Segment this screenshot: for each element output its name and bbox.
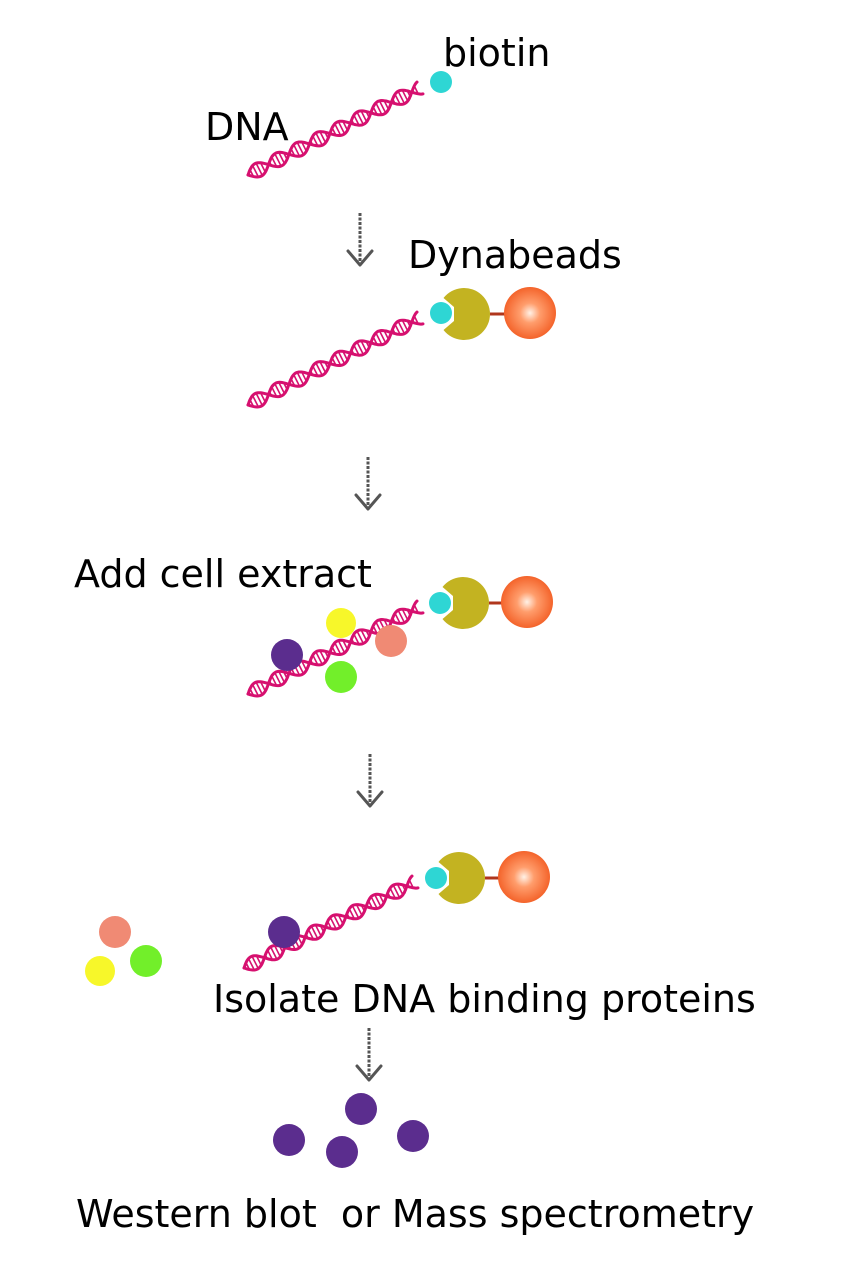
- protein-green-icon: [325, 661, 357, 693]
- step-2-dna-on-dynabead: Dynabeads: [246, 233, 622, 409]
- streptavidin-icon: [442, 577, 490, 630]
- arrow-down-icon: [355, 1028, 383, 1082]
- biotin-label: biotin: [443, 31, 550, 75]
- dna-helix: [242, 874, 420, 972]
- biotin-icon: [430, 302, 452, 324]
- protein-yellow-icon: [85, 956, 115, 986]
- protein-salmon-icon: [375, 625, 407, 657]
- protein-yellow-icon: [326, 608, 356, 638]
- step-3-add-cell-extract: Add cell extract: [74, 552, 553, 698]
- biotin-icon: [425, 867, 447, 889]
- protein-purple-icon: [273, 1124, 305, 1156]
- protein-salmon-icon: [99, 916, 131, 948]
- step-4-isolate: Isolate DNA binding proteins: [85, 851, 756, 1021]
- dynabead-icon: [498, 851, 550, 903]
- protein-purple-icon: [397, 1120, 429, 1152]
- dna-helix: [246, 80, 425, 179]
- protein-purple-icon: [326, 1136, 358, 1168]
- arrow-down-icon: [354, 457, 382, 511]
- step-5-analysis: Western blot or Mass spectrometry: [76, 1093, 754, 1236]
- biotin-icon: [429, 592, 451, 614]
- arrow-down-icon: [356, 754, 384, 808]
- add-cell-extract-label: Add cell extract: [74, 552, 372, 596]
- dna-label: DNA: [205, 105, 289, 149]
- dynabeads-label: Dynabeads: [408, 233, 622, 277]
- isolate-label: Isolate DNA binding proteins: [213, 977, 756, 1021]
- dynabead-icon: [501, 576, 553, 628]
- streptavidin-icon: [438, 852, 486, 905]
- dynabead-icon: [504, 287, 556, 339]
- protein-purple-icon: [345, 1093, 377, 1125]
- dna-helix: [246, 599, 425, 698]
- protein-green-icon: [130, 945, 162, 977]
- step-1-biotinylated-dna: biotin DNA: [205, 31, 550, 179]
- protein-purple-icon: [271, 639, 303, 671]
- biotin-icon: [430, 71, 452, 93]
- arrow-down-icon: [346, 213, 374, 267]
- streptavidin-icon: [443, 288, 491, 341]
- final-analysis-label: Western blot or Mass spectrometry: [76, 1192, 754, 1236]
- dna-helix: [246, 310, 425, 409]
- protein-purple-icon: [268, 916, 300, 948]
